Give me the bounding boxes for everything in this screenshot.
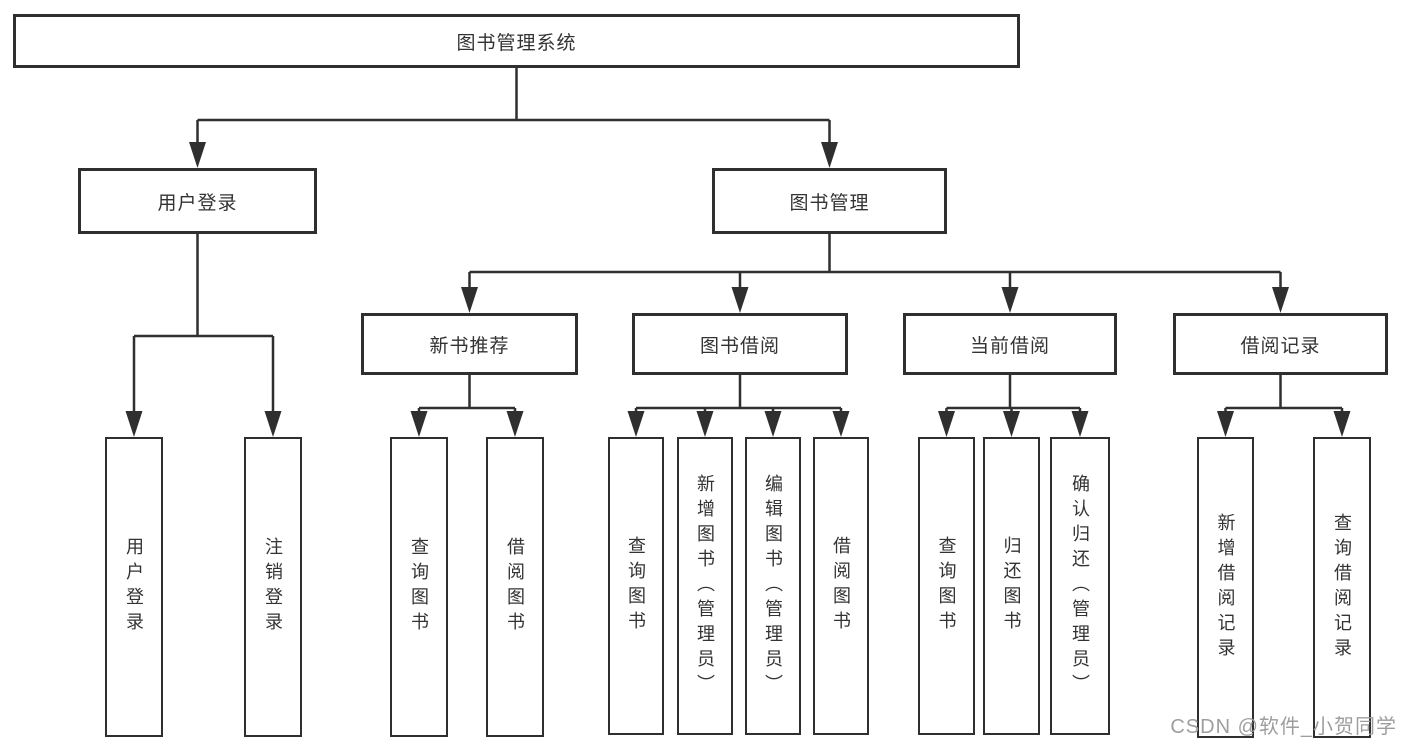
leaf-current-return-books: 归还图书 xyxy=(983,437,1040,735)
node-borrow-records: 借阅记录 xyxy=(1173,313,1388,375)
leaf-borrow-add-book-admin-label: 新增图书（管理员） xyxy=(695,473,715,699)
leaf-borrow-edit-book-admin: 编辑图书（管理员） xyxy=(745,437,801,735)
watermark: CSDN @软件_小贺同学 xyxy=(1170,716,1397,738)
node-book-borrow: 图书借阅 xyxy=(632,313,848,375)
arrowheads-borrow-to-leaves xyxy=(627,411,850,437)
leaf-records-add-record: 新增借阅记录 xyxy=(1197,437,1254,738)
leaf-logout: 注销登录 xyxy=(244,437,302,737)
leaf-current-return-books-label: 归还图书 xyxy=(1001,536,1022,636)
node-root: 图书管理系统 xyxy=(13,14,1020,68)
connector-current-to-leaves xyxy=(945,375,1082,414)
arrowheads-bookmgmt-to-level3 xyxy=(461,287,1289,313)
node-new-book-recommend: 新书推荐 xyxy=(361,313,578,375)
leaf-borrow-add-book-admin: 新增图书（管理员） xyxy=(677,437,733,735)
leaf-current-confirm-return-admin-label: 确认归还（管理员） xyxy=(1070,473,1090,699)
leaf-current-query-books-label: 查询图书 xyxy=(936,536,957,636)
node-user-login: 用户登录 xyxy=(78,168,317,234)
leaf-newbook-borrow-books: 借阅图书 xyxy=(486,437,544,737)
leaf-borrow-edit-book-admin-label: 编辑图书（管理员） xyxy=(763,473,783,699)
connector-borrow-to-leaves xyxy=(634,375,843,414)
leaf-user-login: 用户登录 xyxy=(105,437,163,737)
arrowheads-newbook-to-leaves xyxy=(410,411,524,437)
node-current-borrow: 当前借阅 xyxy=(903,313,1117,375)
arrowheads-root-to-level2 xyxy=(189,142,838,168)
leaf-borrow-borrow-books: 借阅图书 xyxy=(813,437,869,735)
connector-root-to-level2 xyxy=(196,68,831,146)
leaf-records-query-record-label: 查询借阅记录 xyxy=(1332,512,1352,663)
leaf-records-add-record-label: 新增借阅记录 xyxy=(1215,512,1236,663)
connector-records-to-leaves xyxy=(1224,375,1344,414)
arrowheads-userlogin-to-leaves xyxy=(125,411,282,437)
node-book-management: 图书管理 xyxy=(712,168,947,234)
leaf-records-query-record: 查询借阅记录 xyxy=(1313,437,1371,738)
connector-newbook-to-leaves xyxy=(417,375,517,414)
leaf-current-confirm-return-admin: 确认归还（管理员） xyxy=(1050,437,1110,735)
leaf-newbook-query-books-label: 查询图书 xyxy=(409,537,429,637)
arrowheads-records-to-leaves xyxy=(1217,411,1351,437)
leaf-logout-label: 注销登录 xyxy=(263,537,283,637)
leaf-user-login-label: 用户登录 xyxy=(124,537,144,637)
leaf-newbook-query-books: 查询图书 xyxy=(390,437,448,737)
arrowheads-current-to-leaves xyxy=(938,411,1089,437)
leaf-current-query-books: 查询图书 xyxy=(918,437,975,735)
leaf-newbook-borrow-books-label: 借阅图书 xyxy=(505,537,525,637)
connector-userlogin-to-leaves xyxy=(132,234,275,414)
leaf-borrow-borrow-books-label: 借阅图书 xyxy=(831,536,851,636)
connector-bookmgmt-to-level3 xyxy=(468,234,1282,292)
leaf-borrow-query-books-label: 查询图书 xyxy=(626,536,646,636)
leaf-borrow-query-books: 查询图书 xyxy=(608,437,664,735)
